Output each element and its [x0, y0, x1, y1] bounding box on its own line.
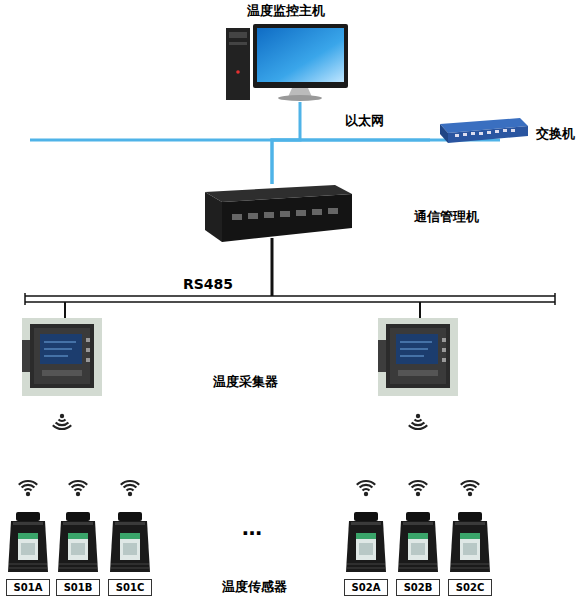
- diagram-label: 温度传感器: [222, 578, 287, 596]
- sensor-tag: S02C: [448, 579, 492, 596]
- sensor-tag: S01C: [108, 579, 152, 596]
- device-label: 交换机: [536, 125, 575, 143]
- sensor-tag: S01A: [6, 579, 50, 596]
- monitor-host: 温度监控主机: [222, 22, 350, 102]
- temp-sensor: S01A: [6, 510, 50, 596]
- temp-sensor: S02C: [448, 510, 492, 596]
- temp-sensor: S02B: [396, 510, 440, 596]
- manager-illustration: [205, 185, 352, 242]
- temp-sensor: S01C: [108, 510, 152, 596]
- device-label: 通信管理机: [414, 208, 479, 226]
- rs485-bus: [25, 238, 555, 318]
- wireless-icon: [409, 414, 427, 429]
- sensor-tag: S02B: [396, 579, 440, 596]
- ethernet-link: [272, 102, 300, 184]
- collector-illustration: [22, 318, 102, 396]
- collector-illustration: [378, 318, 458, 396]
- sensor-tag: S01B: [56, 579, 100, 596]
- wireless-icon: [53, 414, 71, 429]
- temp-sensor: S02A: [344, 510, 388, 596]
- diagram-label: 温度采集器: [213, 373, 278, 391]
- ethernet-link: [272, 140, 430, 184]
- network-switch: 交换机: [430, 118, 530, 146]
- comm-manager: 通信管理机: [200, 184, 356, 246]
- temp-sensor: S01B: [56, 510, 100, 596]
- sensor-illustration: [8, 481, 490, 572]
- diagram-label: …: [242, 516, 262, 540]
- switch-illustration: [440, 118, 528, 143]
- diagram-label: 以太网: [345, 112, 384, 130]
- diagram-label: RS485: [183, 276, 233, 292]
- ethernet-bus: [30, 139, 500, 142]
- device-label: 温度监控主机: [212, 2, 360, 20]
- sensor-tag: S02A: [344, 579, 388, 596]
- computer-illustration: [226, 24, 348, 101]
